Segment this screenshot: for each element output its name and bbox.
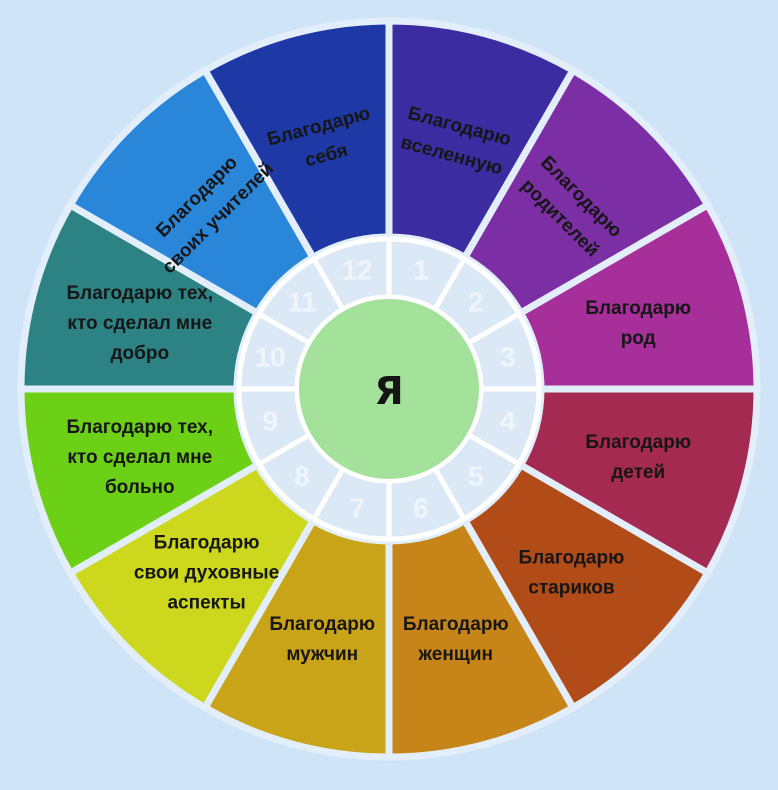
segment-label-line: Благодарю	[403, 614, 509, 635]
segment-label-line: кто сделал мне	[67, 313, 212, 334]
segment-label-line: Благодарю	[585, 298, 691, 319]
segment-7-number: 7	[349, 492, 365, 523]
segment-label-line: свои духовные	[134, 562, 279, 583]
segment-5-number: 5	[468, 460, 484, 491]
segment-label-line: Благодарю	[154, 532, 260, 553]
segment-2-number: 2	[468, 287, 484, 318]
segment-12-number: 12	[342, 255, 373, 286]
segment-label-line: женщин	[418, 644, 493, 665]
center-circle	[295, 295, 483, 483]
segment-label-line: род	[621, 328, 656, 349]
segment-6-label: Благодарю женщин	[403, 614, 509, 665]
segment-label-line: больно	[105, 477, 175, 498]
segment-3-number: 3	[500, 342, 516, 373]
segment-label-line: Благодарю	[269, 614, 375, 635]
center-label: Я	[374, 369, 403, 413]
segment-4-label: Благодарю детей	[585, 432, 691, 483]
segment-9-number: 9	[262, 405, 278, 436]
segment-4-number: 4	[500, 405, 516, 436]
segment-label-line: стариков	[528, 577, 614, 598]
segment-label-line: Благодарю	[519, 547, 625, 568]
segment-label-line: мужчин	[286, 644, 358, 665]
segment-label-line: Благодарю тех,	[67, 283, 214, 304]
segment-1-number: 1	[413, 255, 429, 286]
segment-9-label: Благодарю тех, кто сделал мне больно	[67, 417, 214, 498]
segment-label-line: детей	[611, 462, 665, 483]
segment-3-label: Благодарю род	[585, 298, 691, 349]
segment-label-line: кто сделал мне	[67, 447, 212, 468]
segment-label-line: Благодарю	[585, 432, 691, 453]
segment-10-label: Благодарю тех, кто сделал мне добро	[67, 283, 214, 364]
segment-5-label: Благодарю стариков	[519, 547, 625, 598]
segment-8-label: Благодарю свои духовные аспекты	[134, 532, 279, 613]
segment-label-line: Благодарю тех,	[67, 417, 214, 438]
segment-7-label: Благодарю мужчин	[269, 614, 375, 665]
segment-label-line: добро	[110, 343, 169, 364]
segment-11-number: 11	[287, 287, 317, 318]
segment-6-number: 6	[413, 492, 429, 523]
segment-8-number: 8	[294, 460, 310, 491]
segment-10-number: 10	[255, 342, 286, 373]
segment-label-line: аспекты	[167, 592, 245, 613]
